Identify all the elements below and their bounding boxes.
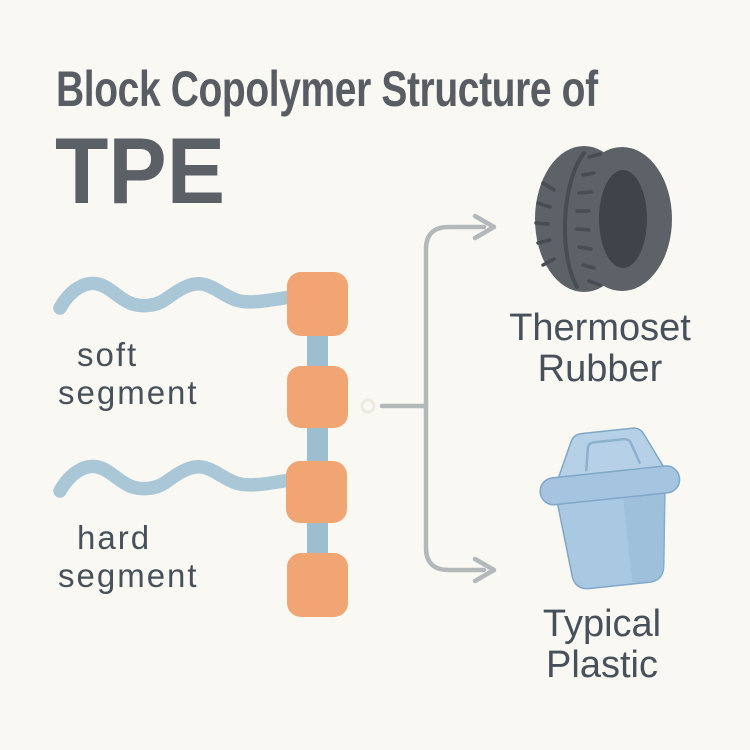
typical-plastic-label-line1: Typical [542,603,662,645]
typical-plastic-label: Typical Plastic [497,604,707,686]
bin-body-shade [623,492,665,583]
hard-block [287,272,348,336]
chain-connector [307,334,328,368]
thermoset-rubber-label-line1: Thermoset [509,307,691,349]
hard-block [286,461,347,523]
bin-rim [539,465,681,506]
hard-segment-label-line2: segment [58,557,199,594]
hard-segment-label: hard segment [58,519,199,595]
thermoset-rubber-label-line2: Rubber [537,348,663,390]
hard-block [287,366,348,428]
bin-lid [556,427,666,483]
hard-block [287,553,348,617]
soft-segment-wave [53,276,297,315]
chain-connector [307,521,328,555]
soft-segment-label-line1: soft [77,336,139,373]
branch-arrows [379,213,497,584]
typical-plastic-label-line2: Plastic [546,644,658,686]
plastic-bin-icon [539,427,681,590]
tire-hole [599,170,647,268]
soft-segment-label-line2: segment [58,374,199,411]
branch-start-dot [360,398,376,414]
tire-groove [562,151,586,289]
tire-icon [534,146,672,292]
bin-lid-flap [584,437,641,472]
chain-connector [307,426,328,463]
page-title-tpe: TPE [55,118,226,223]
hard-segment-wave [53,459,297,498]
page-title: Block Copolymer Structure of [56,61,598,117]
tire-treads [534,152,602,287]
hard-segment-label-line1: hard [77,519,152,556]
arrowhead-top [472,213,497,241]
thermoset-rubber-label: Thermoset Rubber [495,308,705,390]
arrowhead-bottom [472,556,497,584]
soft-segment-label: soft segment [58,336,199,412]
